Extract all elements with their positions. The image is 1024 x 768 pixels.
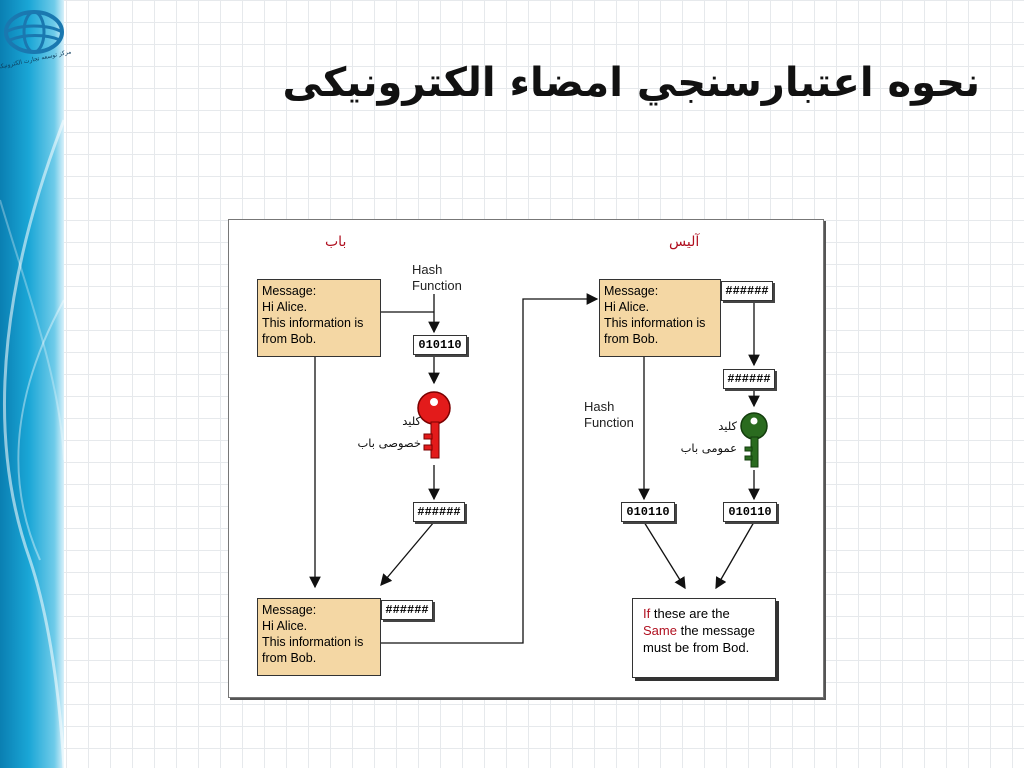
- globe-logo-icon: [4, 10, 64, 54]
- bob-hash-value: 010110: [413, 335, 467, 355]
- signed-message: Message: Hi Alice. This information is f…: [257, 598, 381, 676]
- arrow-right-hash-to-result: [715, 521, 755, 590]
- arrow-signature-to-signed-message: [380, 521, 435, 586]
- alice-label: آليس: [669, 234, 700, 250]
- alice-signature-value: ######: [723, 369, 775, 389]
- bob-hash-function-label: Hash Function: [412, 262, 462, 293]
- side-decoration-band: [0, 0, 64, 768]
- verification-result: If these are the Same the message must b…: [632, 598, 776, 678]
- bob-label: باب: [325, 234, 347, 250]
- bob-original-message: Message: Hi Alice. This information is f…: [257, 279, 381, 357]
- alice-received-signature: ######: [721, 281, 773, 301]
- digital-signature-diagram: باب آليس Message: Hi Alice. This informa…: [228, 219, 824, 698]
- private-key-label: كليد خصوصی باب: [357, 414, 421, 450]
- alice-decrypted-hash: 010110: [723, 502, 777, 522]
- signed-message-signature: ######: [381, 600, 433, 620]
- diagram-connectors: [309, 293, 768, 644]
- slide-title: نحوه اعتبارسنجي امضاء الكترونيكی: [282, 60, 980, 106]
- arrow-transfer-to-alice: [381, 293, 599, 644]
- alice-computed-hash: 010110: [621, 502, 675, 522]
- bob-signature-value: ######: [413, 502, 465, 522]
- logo: مرکز توسعه تجارت الکترونیکی: [0, 4, 72, 84]
- public-key-label: كليد عمومی باب: [680, 419, 737, 455]
- public-key-icon: [740, 412, 768, 468]
- private-key-icon: [417, 391, 451, 459]
- alice-received-message: Message: Hi Alice. This information is f…: [599, 279, 721, 357]
- alice-hash-function-label: Hash Function: [584, 399, 634, 430]
- arrow-left-hash-to-result: [643, 521, 686, 590]
